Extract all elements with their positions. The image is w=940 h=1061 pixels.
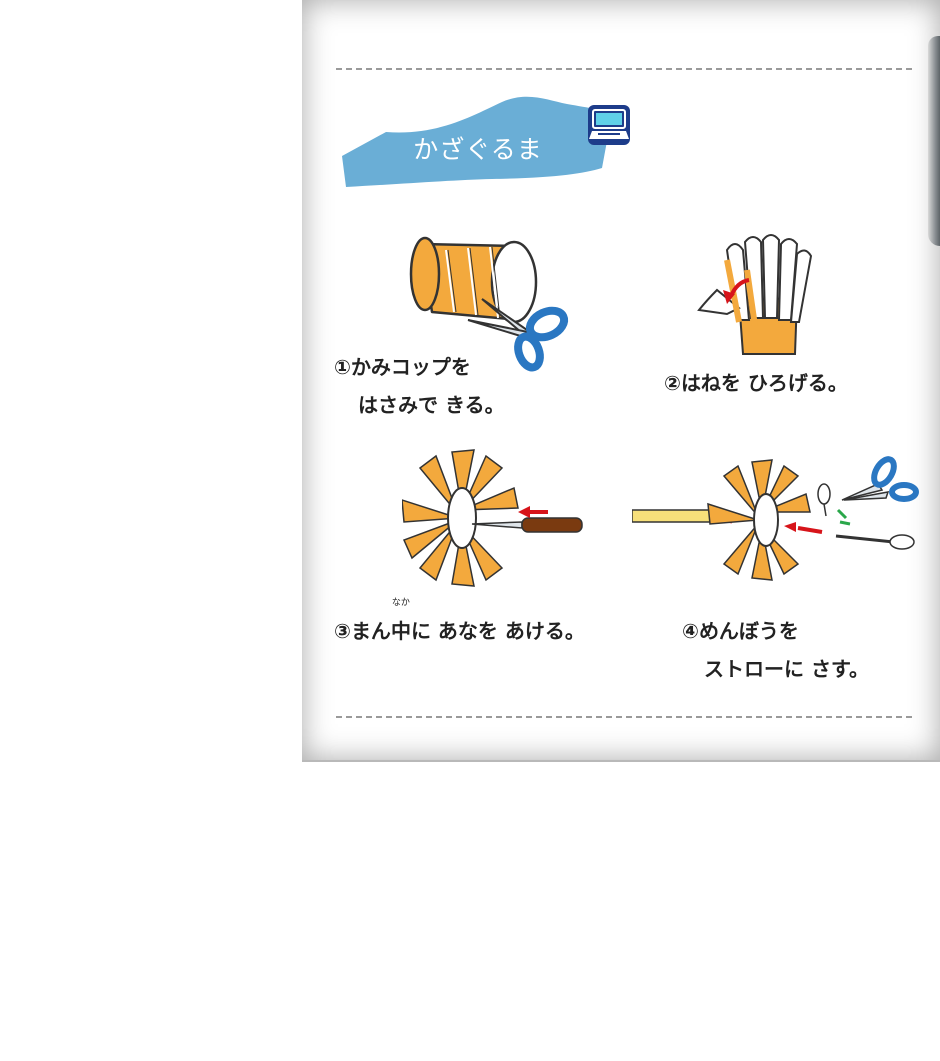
adjacent-page-photo-edge <box>928 36 940 246</box>
awl-tool <box>471 517 583 533</box>
scissors-icon <box>467 298 569 372</box>
step2-text: ②はねを ひろげる。 <box>664 371 848 395</box>
step1-text: ①かみコップを はさみで きる。 <box>334 355 505 417</box>
step1-illustration <box>409 236 569 372</box>
straw <box>632 509 713 523</box>
pinwheel-blades <box>402 449 519 587</box>
step4-illustration <box>632 456 919 581</box>
step2-illustration <box>697 234 813 355</box>
cut-cup-flaps <box>697 234 813 355</box>
dashed-divider-top <box>336 68 912 70</box>
insert-arrow <box>797 526 823 534</box>
paper-cup <box>409 236 538 324</box>
step4-text: ④めんぼうを ストローに さす。 <box>682 619 869 681</box>
step3-illustration <box>402 449 583 587</box>
pinwheel <box>707 459 811 581</box>
title-banner-shape <box>342 96 612 187</box>
title-banner: かざぐるま <box>342 90 612 190</box>
computer-icon[interactable] <box>587 104 631 146</box>
craft-page: かざぐるま ①かみコップを はさみで きる。 <box>302 0 940 762</box>
dashed-divider-bottom <box>336 716 912 718</box>
step3-text: ③まんなか中に あなを あける。 <box>334 598 585 643</box>
page-title: かざぐるま <box>413 135 543 164</box>
cotton-swab <box>817 483 915 550</box>
scissors-icon <box>841 456 919 502</box>
